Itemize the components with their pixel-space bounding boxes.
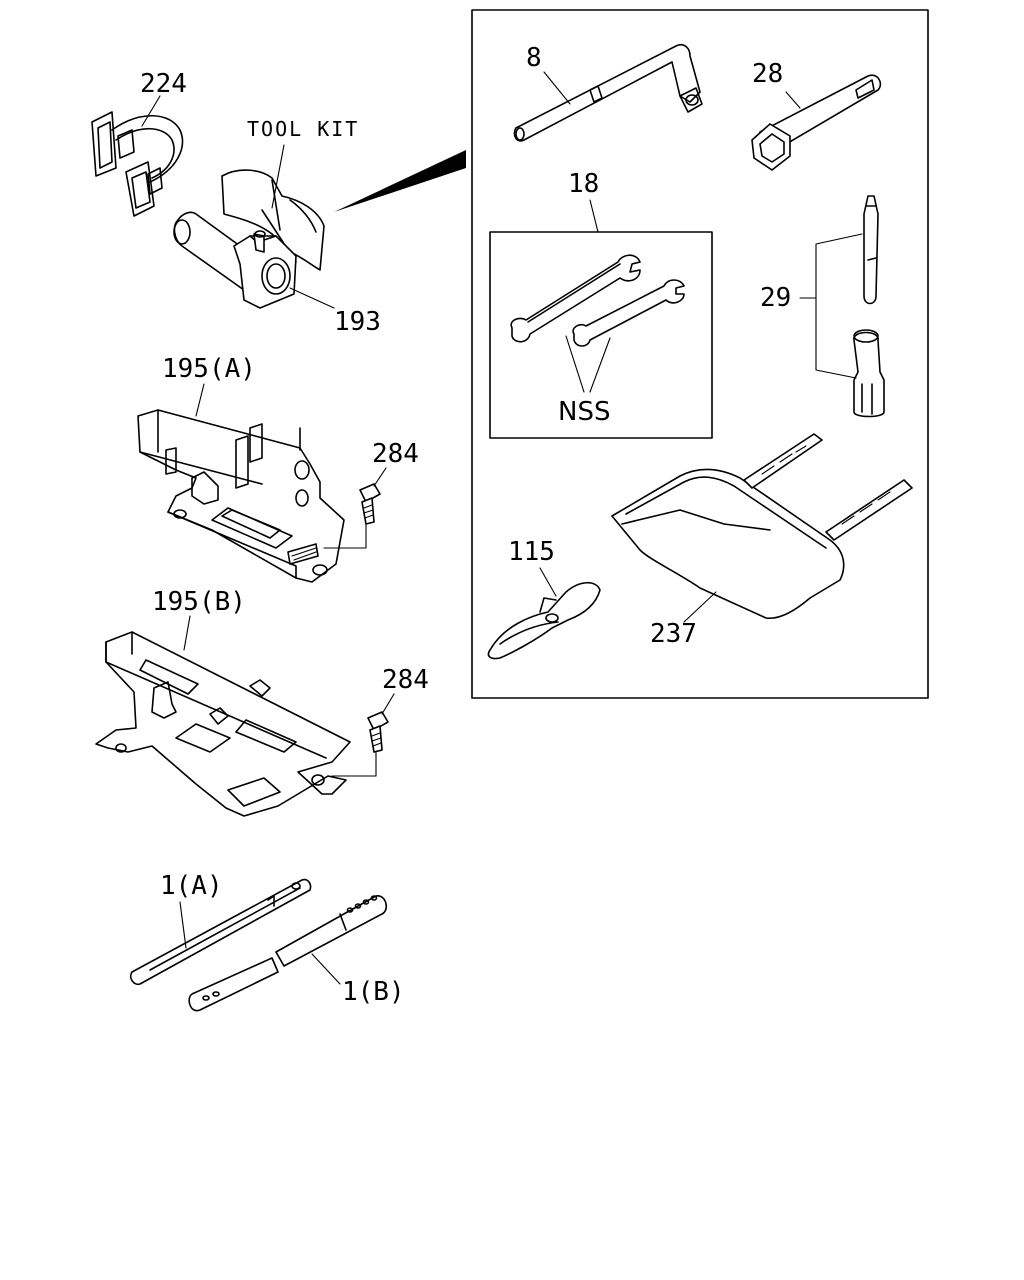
label-18: 18: [568, 169, 599, 199]
callout-wedge: [334, 150, 466, 212]
label-284b: 284: [382, 665, 429, 695]
part-284a-bolt: [359, 483, 381, 525]
tool-kit-bag: [221, 169, 325, 271]
part-8-wrench: [513, 43, 703, 142]
part-18-open-end-wrenches: [510, 254, 685, 347]
label-nss: NSS: [558, 397, 610, 427]
label-195b: 195(B): [152, 587, 246, 617]
part-1a-rod: [129, 878, 312, 986]
label-115: 115: [508, 537, 555, 567]
part-193-holder: [173, 211, 297, 309]
label-28: 28: [752, 59, 783, 89]
label-29: 29: [760, 283, 791, 313]
part-29-screwdriver: [853, 195, 885, 418]
label-1b: 1(B): [342, 977, 405, 1007]
part-224-strap: [91, 111, 184, 217]
part-115-pliers: [487, 581, 601, 660]
label-193: 193: [334, 307, 381, 337]
part-195b-bracket: [95, 631, 351, 817]
label-1a: 1(A): [160, 871, 223, 901]
part-284b-bolt: [367, 711, 389, 753]
label-tool-kit: TOOL KIT: [247, 117, 359, 141]
part-195a-bracket: [137, 409, 345, 583]
part-237-tool-bag: [611, 433, 913, 620]
part-28-box-spanner: [751, 74, 882, 171]
tool-kit-contents-box: [471, 9, 929, 699]
label-195a: 195(A): [162, 354, 256, 384]
label-237: 237: [650, 619, 697, 649]
part-1b-rod: [188, 895, 388, 1012]
label-224: 224: [140, 69, 187, 99]
label-284a: 284: [372, 439, 419, 469]
part-18-wrench-set-box: [489, 231, 713, 439]
label-8: 8: [526, 43, 542, 73]
